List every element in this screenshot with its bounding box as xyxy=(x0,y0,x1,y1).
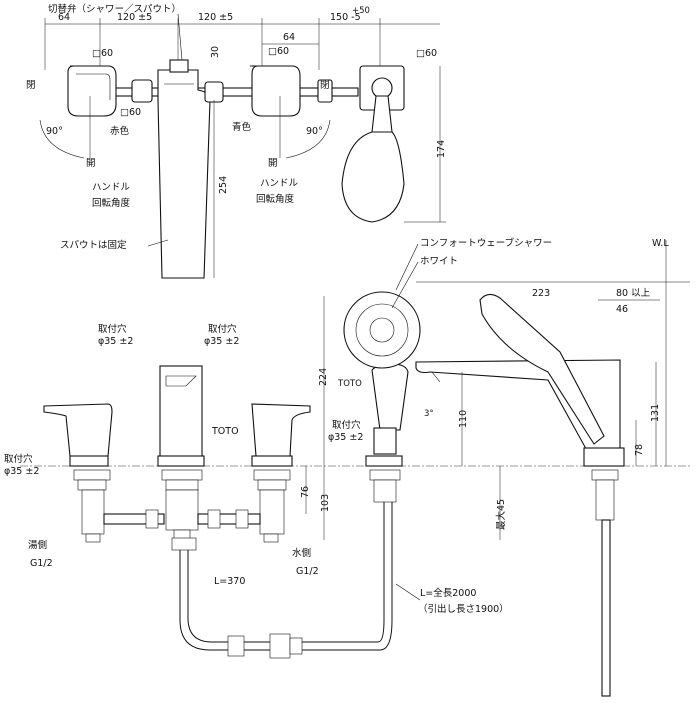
side-view: コンフォートウェーブシャワー ホワイト W.L 223 80 以上 46 110… xyxy=(391,237,690,697)
sq60-label-right: □60 xyxy=(268,46,289,57)
sq60-label-bottom: □60 xyxy=(120,107,141,118)
l2000-label: L=全長2000 xyxy=(420,587,476,599)
l370-label: L=370 xyxy=(214,576,245,587)
handle-angle-1-left: ハンドル xyxy=(92,182,131,193)
dim-120-a: 120 ±5 xyxy=(117,12,152,23)
left-handle-front xyxy=(43,403,113,457)
dim-131: 131 xyxy=(650,404,661,422)
dim-46: 46 xyxy=(616,304,628,315)
dim-120-b: 120 ±5 xyxy=(198,12,233,23)
mount-hole-a: 取付穴 xyxy=(98,323,127,335)
switch-valve-label: 切替弁（シャワー／スパウト） xyxy=(48,3,181,15)
blue-label: 青色 xyxy=(232,121,252,133)
g12-right: G1/2 xyxy=(296,566,319,577)
right-handle-top xyxy=(250,65,301,117)
shower-name-label: コンフォートウェーブシャワー xyxy=(420,237,552,249)
dim-64-b: 64 xyxy=(283,32,295,43)
cold-side-label: 水側 xyxy=(292,547,311,559)
dim-174: 174 xyxy=(436,140,447,158)
spout-fixed-label: スパウトは固定 xyxy=(60,239,127,251)
phi35-d: φ35 ±2 xyxy=(328,432,363,443)
dim-80: 80 以上 xyxy=(616,288,651,299)
top-view: 64 120 ±5 120 ±5 150 -5 +50 切替弁（シャワー／スパウ… xyxy=(26,3,447,279)
shower-front xyxy=(343,291,421,503)
dim-223: 223 xyxy=(532,288,550,299)
close-left: 閉 xyxy=(26,80,36,91)
dim-150: 150 -5 xyxy=(330,12,361,23)
spout-front xyxy=(159,365,203,461)
shower-head-top xyxy=(341,131,405,223)
dim-64-a: 64 xyxy=(58,12,70,23)
toto-shower: TOTO xyxy=(337,379,362,389)
wl-label: W.L xyxy=(652,238,669,249)
phi35-b: φ35 ±2 xyxy=(204,336,239,347)
dim-76: 76 xyxy=(300,486,311,498)
under-deck-center xyxy=(161,469,203,549)
mount-hole-c: 取付穴 xyxy=(4,453,33,465)
dim-254: 254 xyxy=(218,176,229,194)
dim-plus50: +50 xyxy=(352,6,370,16)
deg90-left: 90° xyxy=(46,126,63,137)
white-label: ホワイト xyxy=(420,256,458,267)
pull-1900-label: （引出し長さ1900） xyxy=(418,603,509,615)
hand-shower-side xyxy=(479,293,605,445)
mount-hole-d: 取付穴 xyxy=(332,419,361,431)
sq60-label-shower: □60 xyxy=(416,48,437,59)
g12-left: G1/2 xyxy=(30,558,53,569)
sq60-label-left: □60 xyxy=(92,48,113,59)
deg3-label: 3° xyxy=(424,409,434,419)
close-right: 閉 xyxy=(320,80,330,91)
handle-angle-1-right: ハンドル xyxy=(260,178,299,189)
hot-side-label: 湯側 xyxy=(28,539,47,551)
red-label: 赤色 xyxy=(110,125,130,137)
right-handle-front xyxy=(251,403,311,457)
spout-top xyxy=(157,69,211,279)
dim-30: 30 xyxy=(210,46,221,58)
open-left: 開 xyxy=(86,158,96,169)
left-handle-top xyxy=(67,65,117,117)
handle-angle-2-right: 回転角度 xyxy=(256,193,295,205)
front-view: 取付穴 φ35 ±2 取付穴 φ35 ±2 取付穴 φ35 ±2 取付穴 φ35… xyxy=(4,291,690,659)
under-deck-right xyxy=(253,469,291,543)
dim-103: 103 xyxy=(320,494,331,512)
handle-angle-2-left: 回転角度 xyxy=(92,197,131,209)
open-right: 開 xyxy=(268,158,278,169)
dim-110: 110 xyxy=(458,410,469,428)
phi35-c: φ35 ±2 xyxy=(4,466,39,477)
mount-hole-b: 取付穴 xyxy=(208,323,237,335)
dim-78: 78 xyxy=(634,444,645,456)
dim-224: 224 xyxy=(318,368,329,386)
under-deck-left xyxy=(73,469,111,543)
max45-label: 最大45 xyxy=(495,499,507,530)
phi35-a: φ35 ±2 xyxy=(98,336,133,347)
deg90-right: 90° xyxy=(306,126,323,137)
toto-front: TOTO xyxy=(211,426,239,437)
